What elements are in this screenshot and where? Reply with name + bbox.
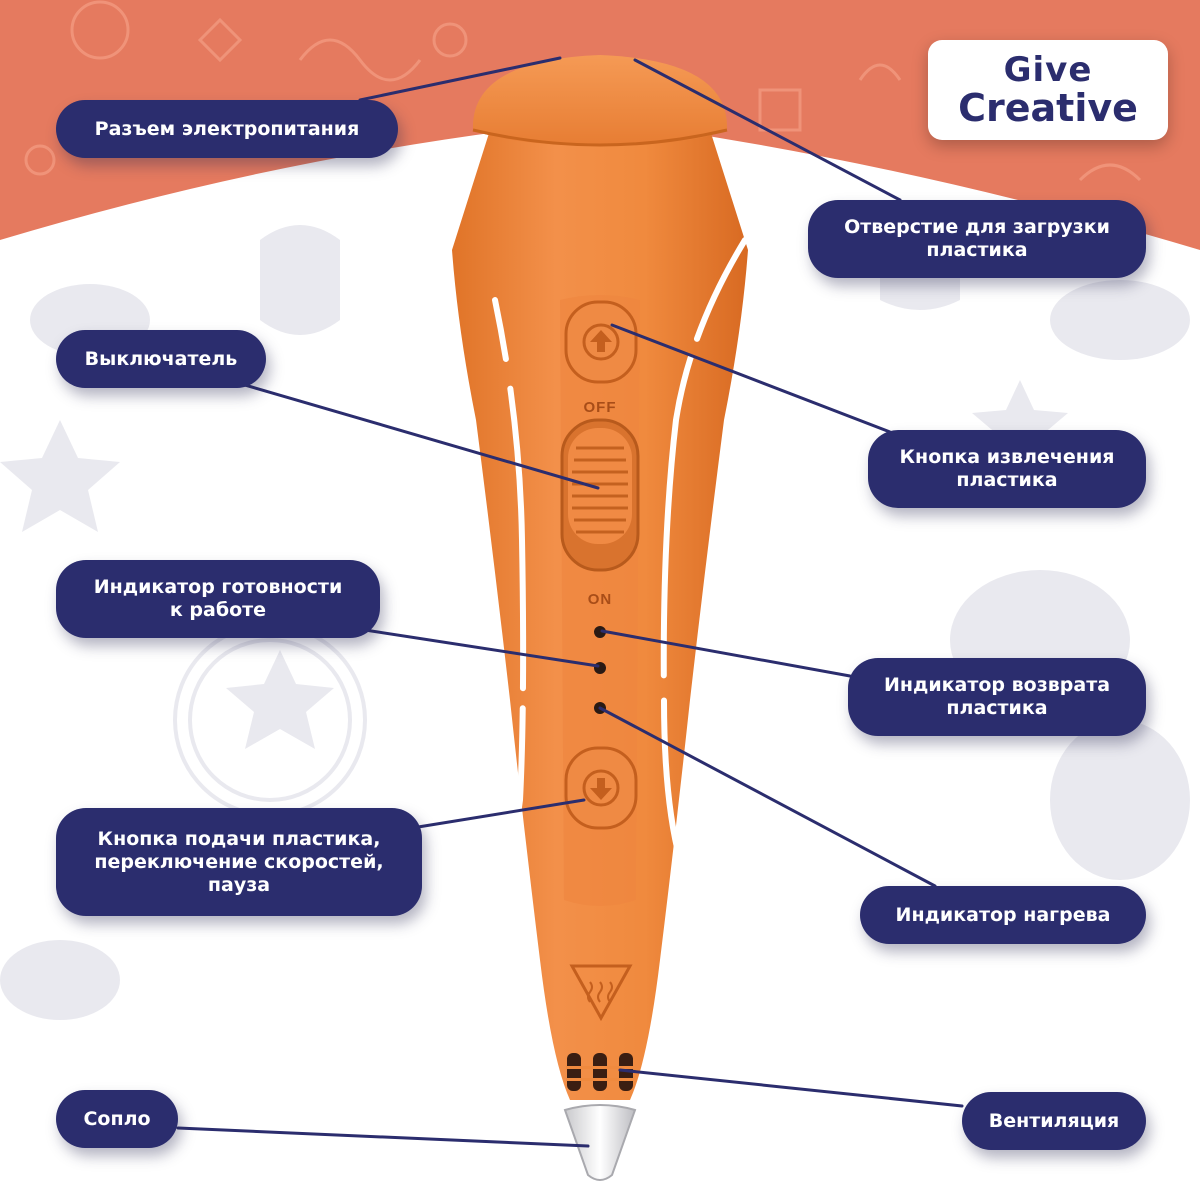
callout-return-indicator: Индикатор возврата пластика bbox=[848, 658, 1146, 736]
switch-off-label: OFF bbox=[584, 399, 617, 416]
grip-line-right bbox=[660, 237, 748, 863]
3d-pen-illustration: OFF ON bbox=[452, 55, 748, 1181]
brand-logo: Give Creative bbox=[928, 40, 1168, 140]
callout-return-indicator-line1: Индикатор возврата bbox=[883, 674, 1111, 696]
callout-nozzle: Сопло bbox=[56, 1090, 178, 1148]
callout-ventilation-text: Вентиляция bbox=[988, 1109, 1120, 1132]
callout-ready-indicator-line2: к работе bbox=[169, 599, 267, 621]
callout-filament-inlet-line1: Отверстие для загрузки bbox=[844, 216, 1110, 238]
callout-eject-button: Кнопка извлечения пластика bbox=[868, 430, 1146, 508]
nozzle bbox=[563, 1104, 637, 1181]
feed-button bbox=[564, 746, 638, 830]
callout-heat-indicator-text: Индикатор нагрева bbox=[895, 903, 1111, 926]
vent-slots bbox=[567, 1053, 633, 1091]
arrow-up-icon bbox=[590, 330, 612, 352]
header-doodles bbox=[24, 0, 1142, 182]
power-switch-slider bbox=[560, 418, 640, 572]
arrow-down-icon bbox=[590, 778, 612, 800]
callout-power-connector-text: Разъем электропитания bbox=[94, 117, 360, 140]
brand-logo-line1: Give bbox=[1003, 50, 1093, 90]
callout-nozzle-text: Сопло bbox=[83, 1107, 151, 1130]
callout-feed-button: Кнопка подачи пластика, переключение ско… bbox=[56, 808, 422, 916]
switch-on-label: ON bbox=[588, 591, 613, 608]
callout-heat-indicator: Индикатор нагрева bbox=[860, 886, 1146, 944]
callout-power-connector: Разъем электропитания bbox=[56, 100, 398, 158]
callout-feed-button-line1: Кнопка подачи пластика, bbox=[97, 827, 381, 850]
indicator-dot-ready bbox=[594, 662, 606, 674]
callout-filament-inlet: Отверстие для загрузки пластика bbox=[808, 200, 1146, 278]
callout-power-switch-text: Выключатель bbox=[84, 347, 238, 370]
callout-filament-inlet-line2: пластика bbox=[926, 239, 1028, 261]
heat-warning-icon bbox=[569, 964, 633, 1022]
leader-lines bbox=[176, 56, 964, 1148]
callout-return-indicator-line2: пластика bbox=[946, 697, 1048, 719]
pen-cap bbox=[472, 55, 728, 146]
callout-eject-button-line1: Кнопка извлечения bbox=[899, 446, 1115, 468]
callout-feed-button-line2: переключение скоростей, bbox=[94, 850, 384, 873]
indicator-dot-return bbox=[594, 626, 606, 638]
grip-line-left bbox=[492, 297, 527, 883]
brand-logo-line2: Creative bbox=[958, 86, 1138, 130]
callout-feed-button-line3: пауза bbox=[207, 873, 271, 896]
callout-power-switch: Выключатель bbox=[56, 330, 266, 388]
callout-ready-indicator-line1: Индикатор готовности bbox=[93, 576, 343, 598]
callout-ventilation: Вентиляция bbox=[962, 1092, 1146, 1150]
callout-eject-button-line2: пластика bbox=[956, 469, 1058, 491]
coral-header-band bbox=[0, 0, 1200, 250]
eject-button bbox=[564, 300, 638, 384]
callout-ready-indicator: Индикатор готовности к работе bbox=[56, 560, 380, 638]
